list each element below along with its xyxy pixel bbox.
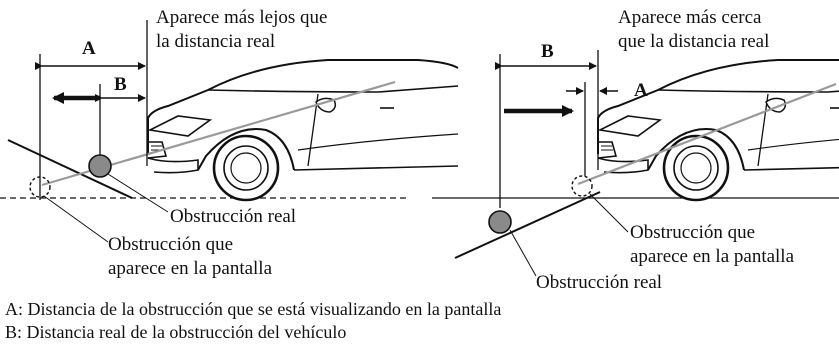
- leader-line: [107, 173, 169, 213]
- right-caption-line1: Aparece más cerca: [618, 7, 762, 28]
- left-real-obstruction-label: Obstrucción real: [170, 206, 296, 227]
- left-screen-obstruction-line2: aparece en la pantalla: [108, 258, 273, 279]
- label-b: B: [541, 41, 554, 62]
- label-a: A: [82, 38, 96, 59]
- left-caption-line2: la distancia real: [156, 31, 275, 52]
- slope-line: [7, 139, 133, 199]
- leader-line: [43, 195, 109, 243]
- left-screen-obstruction-line1: Obstrucción que: [108, 234, 233, 255]
- real-obstruction-ball: [88, 154, 112, 178]
- right-screen-obstruction-line1: Obstrucción que: [630, 222, 755, 243]
- sight-line: [577, 82, 837, 186]
- leader-line: [589, 193, 629, 233]
- car-illustration: [146, 58, 460, 202]
- slope-line: [454, 191, 601, 259]
- right-screen-obstruction-line2: aparece en la pantalla: [630, 246, 795, 267]
- legend: A: Distancia de la obstrucción que se es…: [5, 299, 501, 342]
- real-obstruction-ball: [488, 210, 512, 234]
- left-caption-line1: Aparece más lejos que: [156, 7, 327, 28]
- legend-a: A: Distancia de la obstrucción que se es…: [5, 299, 501, 319]
- left-panel: A B Aparece más lejos que la distancia r…: [0, 7, 460, 279]
- screen-obstruction-ghost: [571, 175, 593, 197]
- right-real-obstruction-label: Obstrucción real: [536, 272, 662, 293]
- right-panel: B A Aparece más cerca que la distancia r…: [432, 7, 839, 293]
- screen-obstruction-ghost: [29, 176, 51, 198]
- right-caption-line2: que la distancia real: [618, 31, 769, 52]
- legend-b: B: Distancia real de la obstrucción del …: [5, 322, 346, 342]
- leader-line: [509, 229, 537, 277]
- label-b: B: [114, 74, 127, 95]
- label-a: A: [634, 80, 648, 101]
